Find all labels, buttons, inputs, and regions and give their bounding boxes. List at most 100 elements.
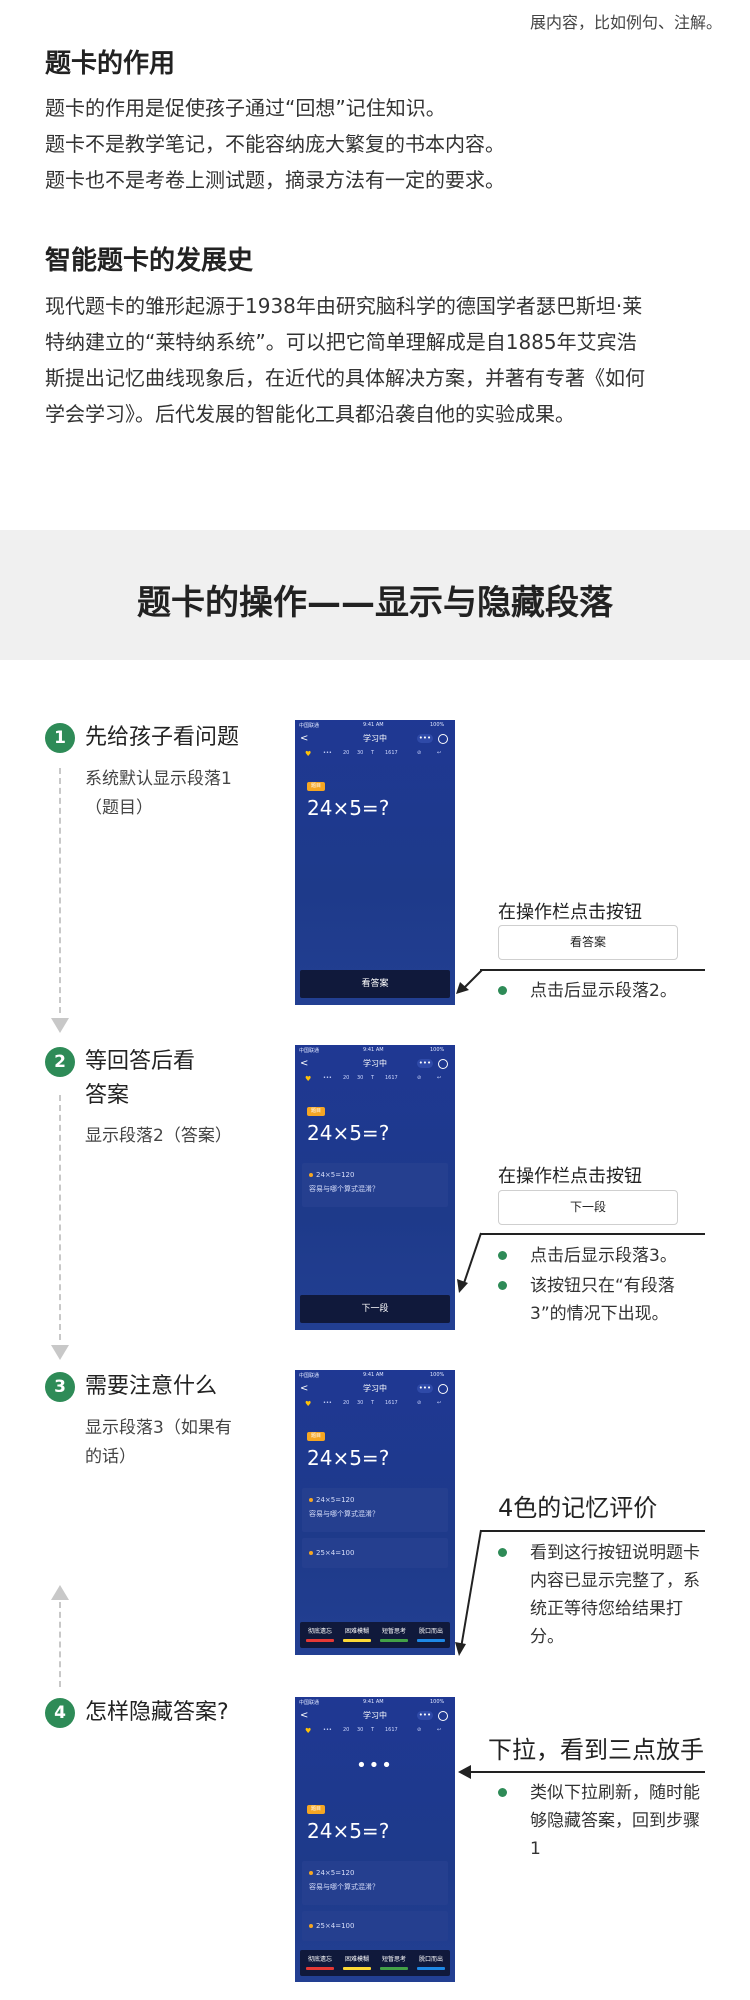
dots-icon[interactable]: ••• [323,750,332,756]
pull-dots-icon: ••• [356,1755,394,1776]
back-icon[interactable]: < [300,1383,309,1394]
show-answer-button[interactable]: 看答案 [300,970,450,998]
clock-text: 9:41 AM [363,1047,384,1053]
undo-icon[interactable]: ↩ [437,1400,442,1406]
text-icon[interactable]: T [371,1400,375,1406]
phone-screen: 中国联通 9:41 AM 100% < 学习中 ••• ♥ ••• 20 30 … [295,1697,455,1982]
size-20[interactable]: 20 [343,1400,350,1406]
phone-screen: 中国联通 9:41 AM 100% < 学习中 ••• ♥ ••• 20 30 … [295,1045,455,1330]
eval-button-hard[interactable]: 困难模糊 [344,1628,369,1635]
undo-icon[interactable]: ↩ [437,1075,442,1081]
dots-icon[interactable]: ••• [323,1727,332,1733]
answer-hint: 容易与哪个算式混淆？ [309,1185,379,1193]
extra-card: 25×4=100 [302,1538,448,1568]
status-bar: 中国联通 9:41 AM 100% [295,720,455,730]
pointer-arrow [457,1232,482,1293]
dots-icon[interactable]: ••• [323,1400,332,1406]
size-30[interactable]: 30 [357,750,364,756]
count-text: 1617 [385,1400,398,1406]
battery-text: 100% [430,722,445,728]
annotation-button: 下一段 [498,1190,678,1225]
flow-arrow-down [51,1345,69,1360]
clock-text: 9:41 AM [363,1372,384,1378]
toolbar: ♥ ••• 20 30 T 1617 ⊘ ↩ [305,1727,450,1737]
dots-icon[interactable]: ••• [323,1075,332,1081]
heart-icon[interactable]: ♥ [305,1727,312,1735]
annotation-button: 看答案 [498,925,678,960]
extra-line: 25×4=100 [316,1922,355,1930]
flow-line [59,1095,61,1340]
eval-button-forgot[interactable]: 彻底遗忘 [307,1956,332,1963]
eval-color-red [306,1967,334,1970]
more-menu-icon[interactable]: ••• [417,734,433,743]
size-20[interactable]: 20 [343,1727,350,1733]
target-icon[interactable] [438,1384,448,1394]
undo-icon[interactable]: ↩ [437,1727,442,1733]
pointer-line [480,1530,705,1532]
eval-button-think[interactable]: 短暂思考 [381,1628,406,1635]
carrier-text: 中国联通 [299,1048,320,1054]
target-icon[interactable] [438,734,448,744]
annotation-bullet: 点击后显示段落3。 [498,1242,715,1270]
size-20[interactable]: 20 [343,750,350,756]
question-text: 24×5=? [307,1446,390,1470]
eval-color-green [380,1639,408,1642]
more-menu-icon[interactable]: ••• [417,1711,433,1720]
back-icon[interactable]: < [300,733,309,744]
history-line: 特纳建立的“莱特纳系统”。可以把它简单理解成是自1885年艾宾浩 [45,330,637,354]
eval-button-forgot[interactable]: 彻底遗忘 [307,1628,332,1635]
heart-icon[interactable]: ♥ [305,1400,312,1408]
step-number: 1 [45,723,75,753]
eval-button-instant[interactable]: 脱口而出 [418,1956,443,1963]
target-icon[interactable] [438,1711,448,1721]
block-icon[interactable]: ⊘ [417,1075,422,1081]
size-30[interactable]: 30 [357,1727,364,1733]
phone-title: 学习中 [363,1711,387,1720]
step-title: 怎样隐藏答案? [85,1700,229,1725]
step-desc: 显示段落2（答案） [85,1126,232,1146]
block-icon[interactable]: ⊘ [417,1727,422,1733]
next-paragraph-button[interactable]: 下一段 [300,1295,450,1323]
toolbar: ♥ ••• 20 30 T 1617 ⊘ ↩ [305,750,450,760]
size-30[interactable]: 30 [357,1075,364,1081]
step-title: 先给孩子看问题 [85,725,240,750]
target-icon[interactable] [438,1059,448,1069]
answer-line: 24×5=120 [316,1496,355,1504]
block-icon[interactable]: ⊘ [417,750,422,756]
back-icon[interactable]: < [300,1710,309,1721]
annotation-bullet: 该按钮只在“有段落3”的情况下出现。 [498,1272,700,1328]
heart-icon[interactable]: ♥ [305,750,312,758]
heart-icon[interactable]: ♥ [305,1075,312,1083]
undo-icon[interactable]: ↩ [437,750,442,756]
question-tag: 题目 [307,782,325,791]
eval-button-hard[interactable]: 困难模糊 [344,1956,369,1963]
history-line: 现代题卡的雏形起源于1938年由研究脑科学的德国学者瑟巴斯坦·莱 [45,294,643,318]
status-bar: 中国联通 9:41 AM 100% [295,1370,455,1380]
eval-button-think[interactable]: 短暂思考 [381,1956,406,1963]
question-tag: 题目 [307,1107,325,1116]
eval-color-yellow [343,1967,371,1970]
size-30[interactable]: 30 [357,1400,364,1406]
size-20[interactable]: 20 [343,1075,350,1081]
pointer-line [480,969,705,971]
clock-text: 9:41 AM [363,722,384,728]
question-tag: 题目 [307,1805,325,1814]
more-menu-icon[interactable]: ••• [417,1384,433,1393]
battery-text: 100% [430,1047,445,1053]
text-icon[interactable]: T [371,1075,375,1081]
back-icon[interactable]: < [300,1058,309,1069]
carrier-text: 中国联通 [299,1373,320,1379]
text-icon[interactable]: T [371,750,375,756]
count-text: 1617 [385,1075,398,1081]
answer-hint: 容易与哪个算式混淆？ [309,1883,379,1891]
toolbar: ♥ ••• 20 30 T 1617 ⊘ ↩ [305,1075,450,1085]
question-tag: 题目 [307,1432,325,1441]
eval-button-instant[interactable]: 脱口而出 [418,1628,443,1635]
more-menu-icon[interactable]: ••• [417,1059,433,1068]
block-icon[interactable]: ⊘ [417,1400,422,1406]
flow-arrow-down [51,1018,69,1033]
history-line: 斯提出记忆曲线现象后，在近代的具体解决方案，并著有专著《如何 [45,366,645,390]
text-icon[interactable]: T [371,1727,375,1733]
annotation-heading: 4色的记忆评价 [498,1494,658,1522]
step-desc: 系统默认显示段落1（题目） [85,769,232,818]
